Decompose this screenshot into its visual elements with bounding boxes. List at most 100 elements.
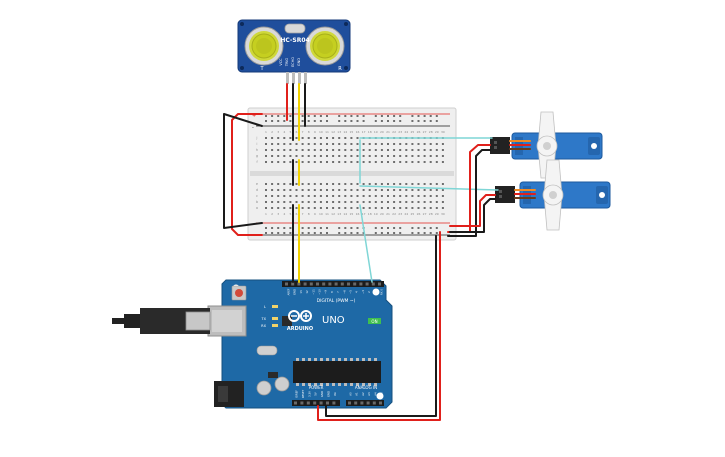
column-number: 13 [337,212,341,216]
breadboard-hole [301,189,304,191]
breadboard-hole [423,155,426,157]
rail-hole [307,232,310,234]
breadboard-hole [411,201,414,203]
sensor-pin-label: TRIG [285,58,289,68]
breadboard-hole [344,207,347,209]
on-label: ON [371,319,377,324]
breadboard-hole [289,155,292,157]
rail-hole [319,115,322,117]
breadboard-hole [435,183,438,185]
wire-servo2-power [449,194,496,227]
rail-hole [411,115,414,117]
breadboard-hole [289,137,292,139]
rail-hole [387,115,389,117]
breadboard-hole [350,155,353,157]
rail-hole [271,232,274,234]
rail-hole [429,115,432,117]
digital-pin-label: ~6 [342,290,346,294]
breadboard-hole [338,207,341,209]
breadboard-hole [265,189,267,191]
analog-pin-label: A5 [380,392,384,396]
column-number: 27 [423,212,427,216]
wire-rail-minus-link [223,113,263,229]
breadboard-hole [362,149,365,151]
rail-hole [338,115,341,117]
column-number: 21 [386,130,390,134]
breadboard-hole [380,161,383,163]
breadboard-hole [313,143,316,145]
row-letter: b [256,200,258,204]
breadboard-hole [313,183,316,185]
rail-hole [399,115,402,117]
rail-hole [265,227,267,229]
breadboard-hole [417,143,420,145]
breadboard-hole [319,143,322,145]
transmitter-transducer [244,26,284,66]
column-number: 29 [435,212,439,216]
column-number: 11 [325,130,329,134]
breadboard-hole [368,201,371,203]
breadboard-hole [411,189,414,191]
wire-gnd-to-rail [325,235,437,417]
breadboard-hole [338,189,341,191]
servo-horn-1 [536,111,558,179]
column-number: 4 [283,212,285,216]
breadboard-hole [362,183,365,185]
breadboard-hole [356,143,359,145]
breadboard-hole [265,137,267,139]
servo-horn-2 [542,159,564,231]
breadboard-hole [295,207,298,209]
digital-pin-label: ~10 [318,289,322,295]
column-number: 8 [308,212,310,216]
rail-hole [362,120,365,122]
rail-hole [417,232,420,234]
servo-motor-1 [511,111,603,179]
breadboard-hole [326,189,328,191]
rail-hole [283,120,286,122]
digital-pin-label: 4 [355,291,359,293]
rail-hole [344,232,347,234]
column-number: 12 [331,130,335,134]
rail-hole [374,115,377,117]
breadboard-hole [405,149,408,151]
breadboard-hole [435,195,438,197]
breadboard-hole [332,207,335,209]
rail-hole [399,120,402,122]
breadboard-hole [356,195,359,197]
breadboard-hole [380,201,383,203]
rail-hole [350,232,353,234]
breadboard-hole [307,149,310,151]
breadboard-hole [326,183,328,185]
breadboard-hole [344,183,347,185]
breadboard-hole [344,137,347,139]
breadboard-hole [441,161,444,163]
digital-pin-label: ~9 [324,290,328,294]
column-number: 6 [296,130,298,134]
rail-hole [362,115,365,117]
breadboard-hole [393,207,396,209]
breadboard-hole [435,161,438,163]
sensor-mark-t: T [259,66,264,72]
breadboard-hole [405,143,408,145]
breadboard-hole [277,149,280,151]
rail-hole [313,227,316,229]
breadboard-hole [326,155,328,157]
breadboard-hole [307,155,310,157]
breadboard-hole [393,143,396,145]
rail-hole [326,227,328,229]
rail-minus-label: - [252,125,254,131]
breadboard-hole [411,143,414,145]
breadboard-hole [393,189,396,191]
power-pin-label: 3.3V [307,391,311,397]
breadboard-hole [338,143,341,145]
column-number: 30 [441,130,445,134]
breadboard-hole [295,137,298,139]
breadboard-hole [374,149,377,151]
rail-hole [393,120,396,122]
breadboard-hole [277,137,280,139]
breadboard-hole [271,183,274,185]
breadboard-hole [332,155,335,157]
breadboard-hole [301,143,304,145]
